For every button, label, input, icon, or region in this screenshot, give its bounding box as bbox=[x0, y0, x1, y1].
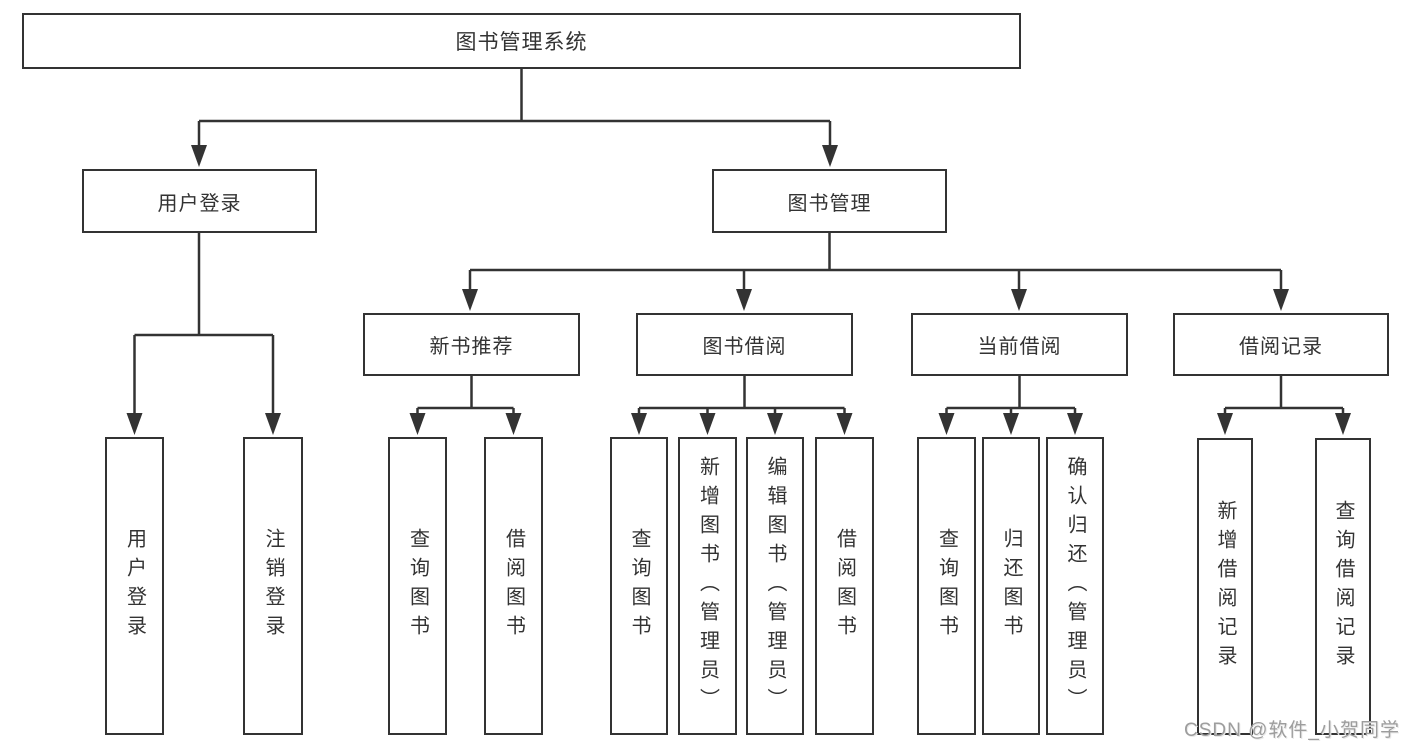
node-borrow-records: 借阅记录 bbox=[1173, 313, 1389, 376]
leaf-label: 用户登录 bbox=[123, 528, 146, 644]
leaf-query-borrow-record: 查询借阅记录 bbox=[1315, 438, 1371, 735]
connector-user-login bbox=[133, 233, 275, 416]
leaf-label: 注销登录 bbox=[262, 528, 284, 644]
leaf-logout: 注销登录 bbox=[243, 437, 303, 735]
node-current-borrow: 当前借阅 bbox=[911, 313, 1128, 376]
leaf-label: 新增借阅记录 bbox=[1214, 499, 1236, 674]
node-label: 借阅记录 bbox=[1239, 336, 1323, 358]
leaf-label: 归还图书 bbox=[1000, 528, 1022, 644]
leaf-user-login: 用户登录 bbox=[105, 437, 164, 735]
leaf-return-book: 归还图书 bbox=[982, 437, 1040, 735]
leaf-label: 查询图书 bbox=[628, 528, 650, 644]
leaf-add-book-admin: 新增图书（管理员） bbox=[678, 437, 737, 735]
leaf-query-book-2: 查询图书 bbox=[610, 437, 668, 735]
leaf-label: 新增图书（管理员） bbox=[696, 455, 719, 717]
node-label: 用户登录 bbox=[157, 192, 242, 215]
node-book-management: 图书管理 bbox=[712, 169, 947, 233]
leaf-label: 查询图书 bbox=[935, 528, 958, 644]
node-label: 新书推荐 bbox=[429, 336, 514, 358]
node-user-login: 用户登录 bbox=[82, 169, 317, 233]
leaf-label: 借阅图书 bbox=[502, 528, 525, 644]
leaf-add-borrow-record: 新增借阅记录 bbox=[1197, 438, 1253, 735]
node-label: 图书管理 bbox=[787, 192, 872, 215]
node-label: 当前借阅 bbox=[977, 336, 1062, 358]
leaf-label: 编辑图书（管理员） bbox=[764, 455, 786, 717]
leaf-label: 查询图书 bbox=[406, 528, 429, 644]
node-label: 图书借阅 bbox=[702, 336, 787, 358]
node-new-book-recommend: 新书推荐 bbox=[363, 313, 580, 376]
node-book-borrow: 图书借阅 bbox=[636, 313, 853, 376]
leaf-borrow-book-2: 借阅图书 bbox=[815, 437, 874, 735]
connector-book-borrow bbox=[637, 376, 846, 416]
connector-new-book bbox=[416, 376, 515, 416]
leaf-edit-book-admin: 编辑图书（管理员） bbox=[746, 437, 804, 735]
leaf-label: 查询借阅记录 bbox=[1332, 499, 1354, 674]
leaf-label: 借阅图书 bbox=[833, 528, 856, 644]
node-label: 图书管理系统 bbox=[455, 31, 588, 54]
arrowheads bbox=[126, 145, 1351, 435]
connector-book-management bbox=[468, 233, 1283, 293]
leaf-confirm-return-admin: 确认归还（管理员） bbox=[1046, 437, 1104, 735]
csdn-watermark: CSDN @软件_小贺同学 bbox=[1184, 720, 1400, 741]
connector-borrow-records bbox=[1223, 376, 1345, 416]
connector-current-borrow bbox=[945, 376, 1077, 416]
connector-root bbox=[197, 69, 832, 150]
leaf-query-book-3: 查询图书 bbox=[917, 437, 976, 735]
leaf-label: 确认归还（管理员） bbox=[1064, 455, 1086, 717]
leaf-query-book-1: 查询图书 bbox=[388, 437, 447, 735]
node-library-management-system: 图书管理系统 bbox=[22, 13, 1021, 69]
leaf-borrow-book-1: 借阅图书 bbox=[484, 437, 543, 735]
